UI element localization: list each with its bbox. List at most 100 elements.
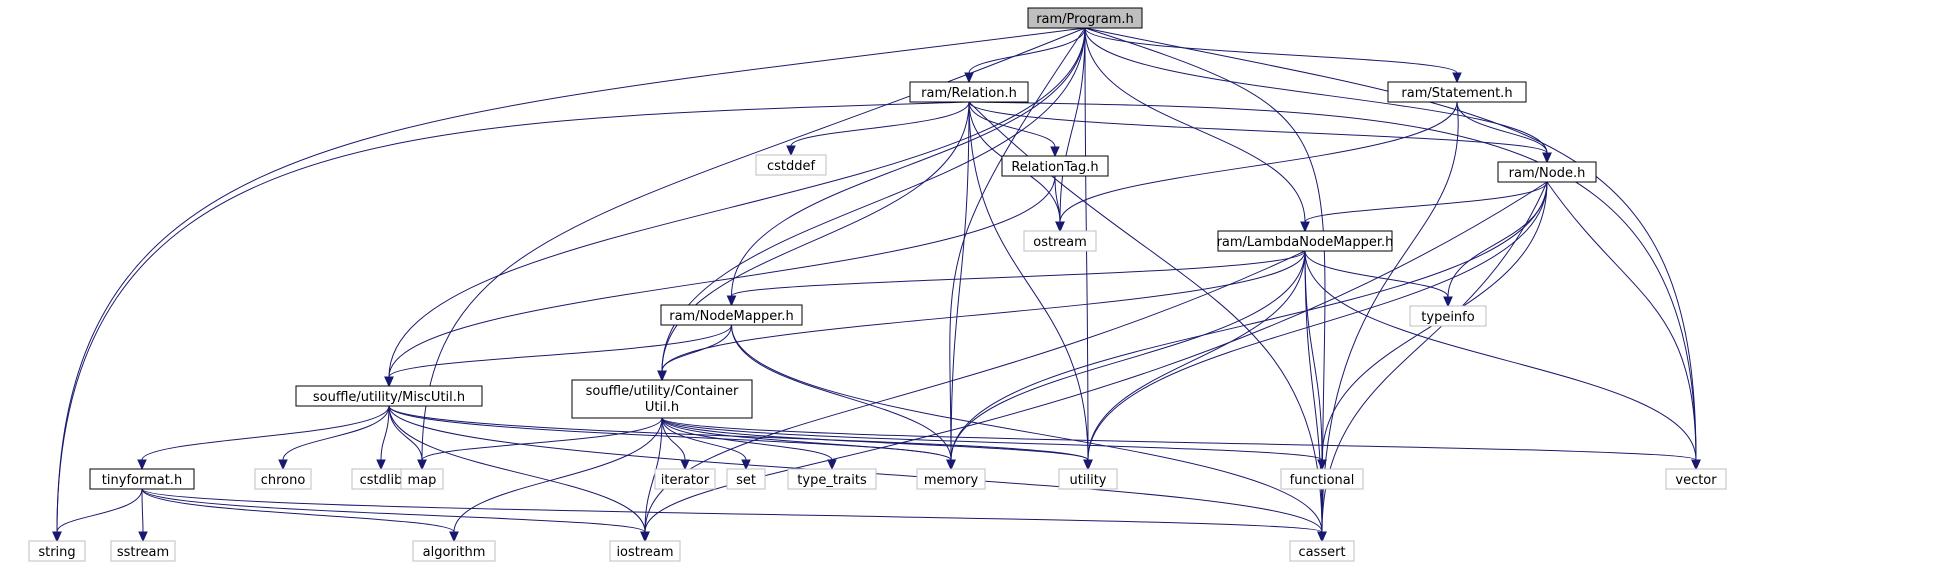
node-label2-containerutil: Util.h [645, 400, 679, 415]
node-label-sstream: sstream [117, 545, 169, 560]
node-box-relation [909, 81, 1029, 103]
node-label-iterator: iterator [661, 473, 710, 488]
node-box-relationtag [1001, 155, 1109, 177]
arrowhead-tinyformat-to-sstream [138, 531, 148, 543]
node-box-algorithm [412, 540, 496, 562]
node-lambdanodemapper[interactable]: ram/LambdaNodeMapper.h [1217, 230, 1394, 252]
edge-relation-to-cstddef [790, 101, 970, 147]
node-box-lambdanodemapper [1217, 230, 1393, 252]
edge-lambdanodemapper-to-cassert [1304, 250, 1323, 533]
node-relation[interactable]: ram/Relation.h [909, 81, 1029, 103]
node-label-miscutil: souffle/utility/MiscUtil.h [313, 390, 465, 405]
node-map: map [400, 468, 444, 490]
edge-statement-to-cassert [1321, 101, 1459, 533]
node-box-cstddef [755, 154, 827, 176]
edge-node-to-utility [1087, 181, 1548, 461]
node-chrono: chrono [254, 468, 312, 490]
node-label-typeinfo: typeinfo [1421, 310, 1474, 325]
edge-containerutil-to-set [661, 417, 747, 461]
edge-program-to-statement [1084, 27, 1458, 74]
node-box-vector [1665, 468, 1727, 490]
node-box-iostream [609, 540, 681, 562]
edge-relationtag-to-miscutil [388, 175, 1056, 378]
node-vector: vector [1665, 468, 1727, 490]
node-box-map [400, 468, 444, 490]
node-typeinfo: typeinfo [1409, 305, 1487, 327]
node-type_traits: type_traits [787, 468, 877, 490]
edge-miscutil-to-chrono [282, 405, 390, 461]
arrowhead-program-to-relation [964, 72, 974, 84]
node-label-lambdanodemapper: ram/LambdaNodeMapper.h [1217, 235, 1394, 250]
edge-node-to-memory [950, 181, 1548, 461]
edge-program-to-node [1084, 27, 1548, 154]
edge-lambdanodemapper-to-iostream [644, 250, 1306, 533]
node-program[interactable]: ram/Program.h [1027, 7, 1143, 29]
edge-containerutil-to-functional [661, 417, 1323, 461]
arrowhead-containerutil-to-set [741, 459, 751, 471]
edge-containerutil-to-algorithm [453, 417, 663, 533]
node-nodemapper[interactable]: ram/NodeMapper.h [660, 304, 803, 326]
edge-program-to-string [56, 27, 1086, 533]
node-label-cstdlib: cstdlib [360, 473, 403, 488]
edge-containerutil-to-map [421, 417, 663, 461]
edge-tinyformat-to-string [56, 488, 143, 533]
node-label-utility: utility [1070, 473, 1107, 488]
edge-program-to-map [421, 27, 1086, 461]
edge-miscutil-to-map [388, 405, 423, 461]
edge-program-to-vector [1084, 27, 1697, 461]
node-iostream: iostream [609, 540, 681, 562]
arrowhead-miscutil-to-chrono [278, 459, 288, 471]
edge-relation-to-containerutil [661, 101, 970, 372]
node-label-iostream: iostream [616, 545, 673, 560]
edge-relation-to-vector [968, 101, 1697, 461]
node-label-set: set [736, 473, 756, 488]
edge-layer [52, 27, 1701, 543]
node-label-map: map [408, 473, 437, 488]
node-label-algorithm: algorithm [423, 545, 486, 560]
node-label-relationtag: RelationTag.h [1011, 160, 1098, 175]
edge-relation-to-relationtag [968, 101, 1056, 148]
node-node[interactable]: ram/Node.h [1497, 161, 1597, 183]
node-miscutil[interactable]: souffle/utility/MiscUtil.h [295, 385, 483, 407]
edge-program-to-cassert [1084, 27, 1326, 533]
node-box-cassert [1289, 540, 1355, 562]
node-box-functional [1280, 468, 1364, 490]
node-box-tinyformat [89, 468, 195, 490]
node-memory: memory [916, 468, 986, 490]
arrowhead-containerutil-to-memory [946, 459, 956, 471]
edge-node-to-vector [1546, 181, 1697, 461]
edge-lambdanodemapper-to-vector [1304, 250, 1697, 461]
edge-containerutil-to-memory [661, 417, 952, 461]
edge-tinyformat-to-iostream [141, 488, 646, 533]
node-label-relation: ram/Relation.h [921, 86, 1017, 101]
node-box-statement [1387, 81, 1527, 103]
node-functional: functional [1280, 468, 1364, 490]
edge-nodemapper-to-containerutil [661, 324, 732, 372]
arrowhead-relation-to-cstddef [786, 145, 796, 157]
node-statement[interactable]: ram/Statement.h [1387, 81, 1527, 103]
node-label-cassert: cassert [1298, 545, 1345, 560]
node-box-nodemapper [660, 304, 803, 326]
node-relationtag[interactable]: RelationTag.h [1001, 155, 1109, 177]
edge-lambdanodemapper-to-containerutil [661, 250, 1306, 372]
node-tinyformat[interactable]: tinyformat.h [89, 468, 195, 490]
node-box-containerutil [571, 379, 753, 419]
node-box-miscutil [295, 385, 483, 407]
arrowhead-relationtag-to-ostream [1055, 221, 1065, 233]
node-sstream: sstream [110, 540, 176, 562]
arrowhead-containerutil-to-functional [1317, 459, 1327, 471]
node-box-iterator [654, 468, 716, 490]
arrowhead-lambdanodemapper-to-nodemapper [726, 295, 737, 307]
edge-program-to-nodemapper [731, 27, 1086, 297]
arrowhead-tinyformat-to-cassert [1317, 531, 1327, 543]
node-label-cstddef: cstddef [767, 159, 816, 174]
node-box-chrono [254, 468, 312, 490]
node-label-string: string [38, 545, 75, 560]
node-box-ostream [1023, 230, 1097, 252]
edge-nodemapper-to-cassert [731, 324, 1323, 533]
node-label-memory: memory [924, 473, 979, 488]
arrowhead-node-to-lambdanodemapper [1300, 221, 1310, 233]
arrowhead-nodemapper-to-miscutil [384, 376, 394, 388]
